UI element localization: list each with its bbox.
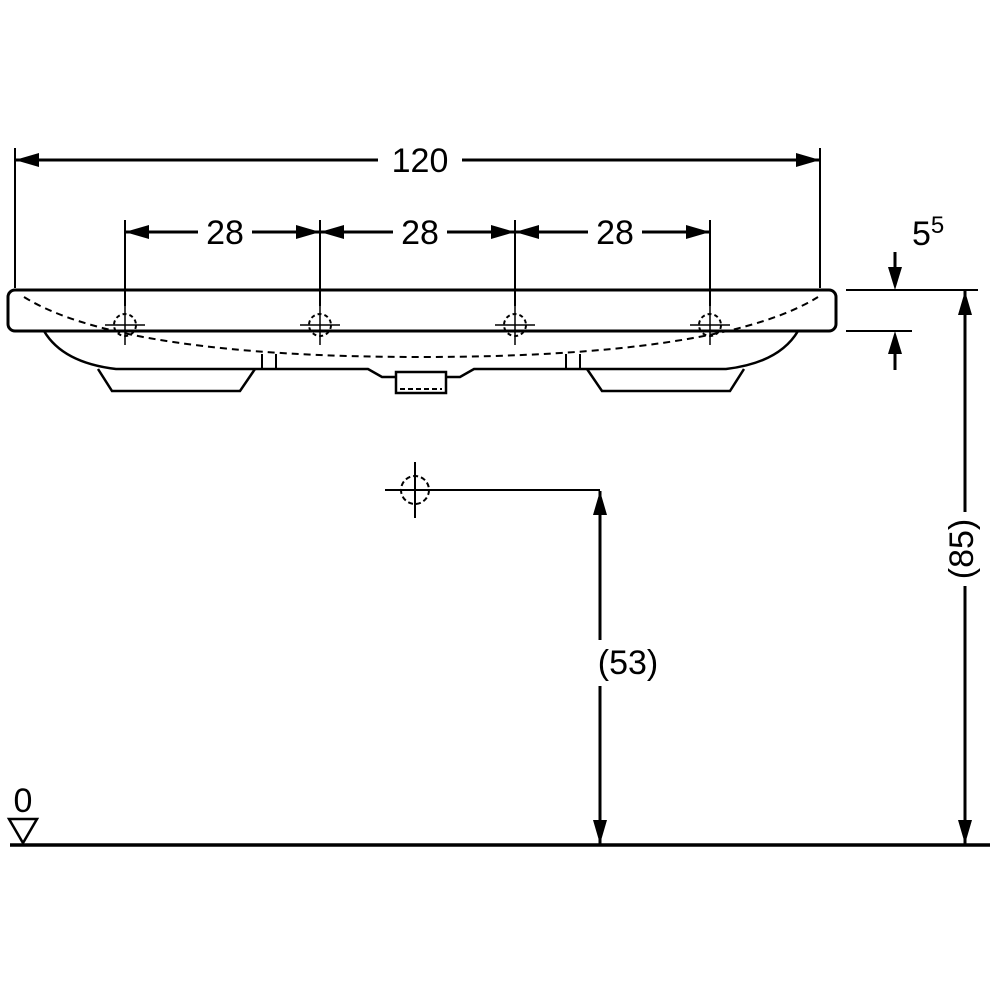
arrowhead	[593, 491, 607, 515]
dimension-label-tap-spacing-left: 28	[206, 214, 244, 252]
basin-recess-right	[585, 368, 746, 393]
arrowhead	[958, 291, 972, 315]
datum-level-label: 0	[14, 782, 33, 820]
drain-outlet-marker	[385, 462, 600, 518]
tap-hole-3	[495, 305, 535, 345]
basin-underside-right	[446, 330, 800, 379]
arrowhead	[888, 267, 902, 290]
washbasin-front-view	[6, 288, 838, 395]
basin-rib-right	[565, 354, 581, 369]
dimension-label-rim-height: (85)	[943, 519, 981, 579]
arrowhead	[491, 225, 515, 239]
basin-rib-left	[261, 354, 277, 369]
basin-recess-left	[96, 368, 257, 393]
dimension-label-tap-spacing-center: 28	[401, 214, 439, 252]
basin-underside-left	[42, 330, 396, 379]
dimension-label-overall-width: 120	[392, 142, 449, 180]
arrowhead-right	[796, 153, 820, 167]
arrowhead	[320, 225, 344, 239]
tap-hole-4	[690, 305, 730, 345]
dimension-label-rim-thickness: 55	[912, 212, 944, 253]
dimension-label-drain-height: (53)	[598, 644, 658, 682]
arrowhead	[888, 331, 902, 354]
arrowhead-left	[15, 153, 39, 167]
basin-rim-outline	[6, 288, 838, 333]
arrowhead	[958, 820, 972, 844]
floor-reference: 0	[6, 782, 990, 847]
basin-inner-bowl-dashed-edge	[23, 296, 819, 359]
dimension-rim-height: (85)	[943, 291, 981, 844]
tap-hole-1	[105, 305, 145, 345]
tap-hole-2	[300, 305, 340, 345]
arrowhead	[515, 225, 539, 239]
dimension-tap-spacing: 28 28 28	[124, 214, 711, 306]
datum-triangle-icon	[6, 817, 40, 846]
dimension-label-tap-spacing-right: 28	[596, 214, 634, 252]
arrowhead	[125, 225, 149, 239]
arrowhead	[593, 820, 607, 844]
dimension-rim-thickness: 55	[846, 212, 978, 370]
dimension-drain-height: (53)	[593, 491, 658, 844]
arrowhead	[686, 225, 710, 239]
arrowhead	[296, 225, 320, 239]
basin-drain-boss	[394, 370, 448, 395]
dimension-overall-width: 120	[14, 142, 821, 288]
